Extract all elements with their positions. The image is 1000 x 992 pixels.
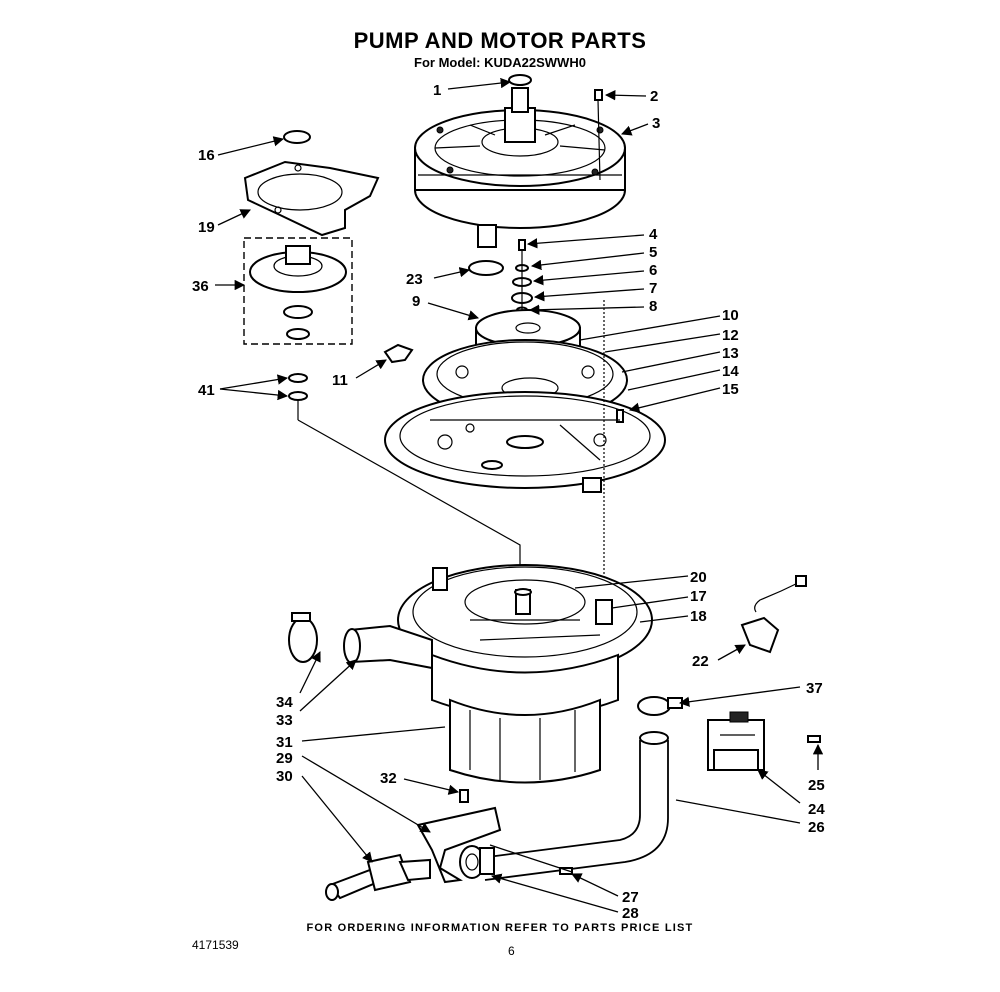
- callout-13: 13: [722, 345, 739, 362]
- callout-12: 12: [722, 327, 739, 344]
- screw-part-32: [459, 789, 469, 803]
- small-hardware-stack: [511, 239, 533, 318]
- callout-1: 1: [433, 82, 441, 99]
- page-number: 6: [508, 944, 515, 958]
- relay-part-24: [707, 711, 765, 771]
- callout-24: 24: [808, 801, 825, 818]
- callout-31: 31: [276, 734, 293, 751]
- callout-29: 29: [276, 750, 293, 767]
- washer-part-1: [508, 74, 532, 86]
- motor-part: [414, 87, 626, 248]
- callout-labels: 1 2 3 4 5 6 7 8 9 10 12 13 14 15 11 23: [192, 77, 825, 922]
- callout-36: 36: [192, 278, 209, 295]
- callout-15: 15: [722, 381, 739, 398]
- clip-part-11: [383, 343, 414, 364]
- base-plate-part-15: [384, 391, 666, 493]
- drain-hose-part-26: [479, 731, 669, 881]
- callout-25: 25: [808, 777, 825, 794]
- callout-32: 32: [380, 770, 397, 787]
- ordering-footer-note: FOR ORDERING INFORMATION REFER TO PARTS …: [306, 922, 694, 934]
- hose-clamp-part-34: [288, 612, 318, 663]
- callout-27: 27: [622, 889, 639, 906]
- pump-base-part-18: [397, 564, 653, 676]
- callout-3: 3: [652, 115, 660, 132]
- callout-17: 17: [690, 588, 707, 605]
- callout-41: 41: [198, 382, 215, 399]
- sensor-part-22: [740, 575, 807, 654]
- callout-7: 7: [649, 280, 657, 297]
- callout-11: 11: [332, 372, 348, 389]
- callout-34: 34: [276, 694, 293, 711]
- seal-part-23: [468, 260, 504, 276]
- callout-22: 22: [692, 653, 709, 670]
- fitting-part-30: [325, 853, 431, 901]
- callout-5: 5: [649, 244, 657, 261]
- o-ring-part-16: [283, 130, 311, 144]
- callout-16: 16: [198, 147, 215, 164]
- callout-20: 20: [690, 569, 707, 586]
- callout-4: 4: [649, 226, 658, 243]
- callout-10: 10: [722, 307, 739, 324]
- callout-2: 2: [650, 88, 658, 105]
- seal-part-41-bottom: [288, 391, 308, 401]
- hose-clamp-part-37: [637, 696, 683, 716]
- callout-26: 26: [808, 819, 825, 836]
- screw-part-25: [807, 735, 821, 743]
- bracket-part-29: [416, 806, 502, 884]
- motor-housing-part-31: [431, 653, 619, 784]
- page-title: PUMP AND MOTOR PARTS: [353, 28, 647, 53]
- model-subtitle: For Model: KUDA22SWWH0: [414, 55, 586, 70]
- callout-19: 19: [198, 219, 215, 236]
- callout-9: 9: [412, 293, 420, 310]
- callout-6: 6: [649, 262, 657, 279]
- document-number: 4171539: [192, 938, 239, 952]
- callout-33: 33: [276, 712, 293, 729]
- callout-30: 30: [276, 768, 293, 785]
- screw-part-27: [559, 867, 573, 875]
- callout-37: 37: [806, 680, 823, 697]
- seal-part-41-top: [288, 373, 308, 383]
- callout-8: 8: [649, 298, 657, 315]
- screw-part-2: [594, 89, 603, 181]
- callout-14: 14: [722, 363, 739, 380]
- callout-23: 23: [406, 271, 423, 288]
- gasket-part-19: [243, 160, 380, 237]
- callout-18: 18: [690, 608, 707, 625]
- grommet-part-28: [459, 845, 495, 879]
- chopper-assembly-part-36: [243, 237, 353, 345]
- callout-28: 28: [622, 905, 639, 922]
